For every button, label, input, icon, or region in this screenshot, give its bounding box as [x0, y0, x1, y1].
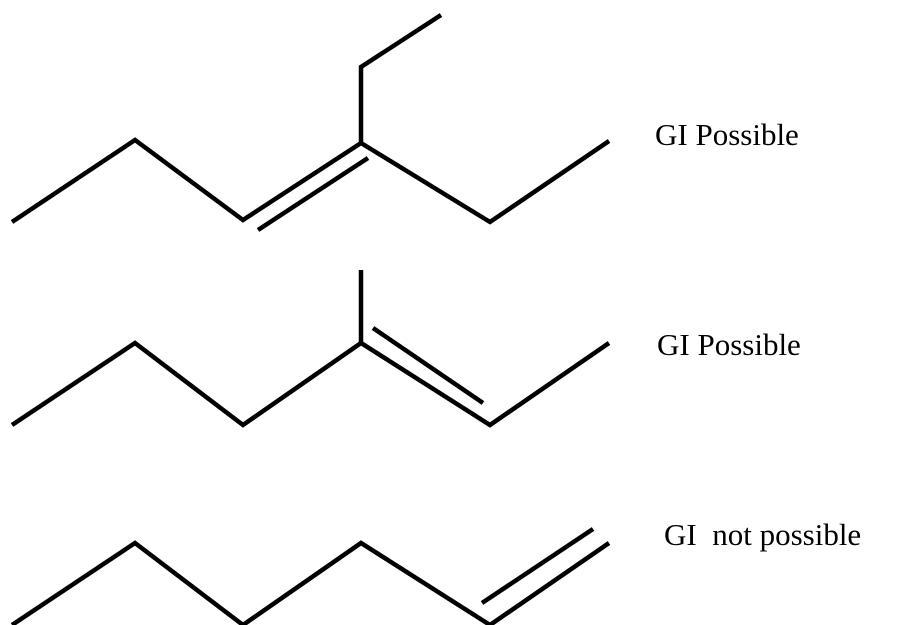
molecule-3-skeleton [10, 527, 611, 625]
molecule-1-double-bond-inner [256, 156, 370, 232]
molecule-3-annotation: GI not possible [664, 517, 862, 552]
molecule-3-main-chain [10, 540, 611, 625]
molecule-1-ethyl-branch [358, 13, 443, 143]
molecule-1-main-chain [10, 137, 611, 225]
molecule-3-double-bond-inner [480, 527, 595, 605]
molecule-2-skeleton [10, 270, 611, 428]
molecule-2-main-chain [10, 340, 611, 428]
molecule-1-skeleton [10, 13, 611, 232]
molecule-2-annotation: GI Possible [657, 327, 801, 362]
molecule-2-double-bond-inner [371, 326, 485, 405]
molecule-1-annotation: GI Possible [655, 117, 799, 152]
